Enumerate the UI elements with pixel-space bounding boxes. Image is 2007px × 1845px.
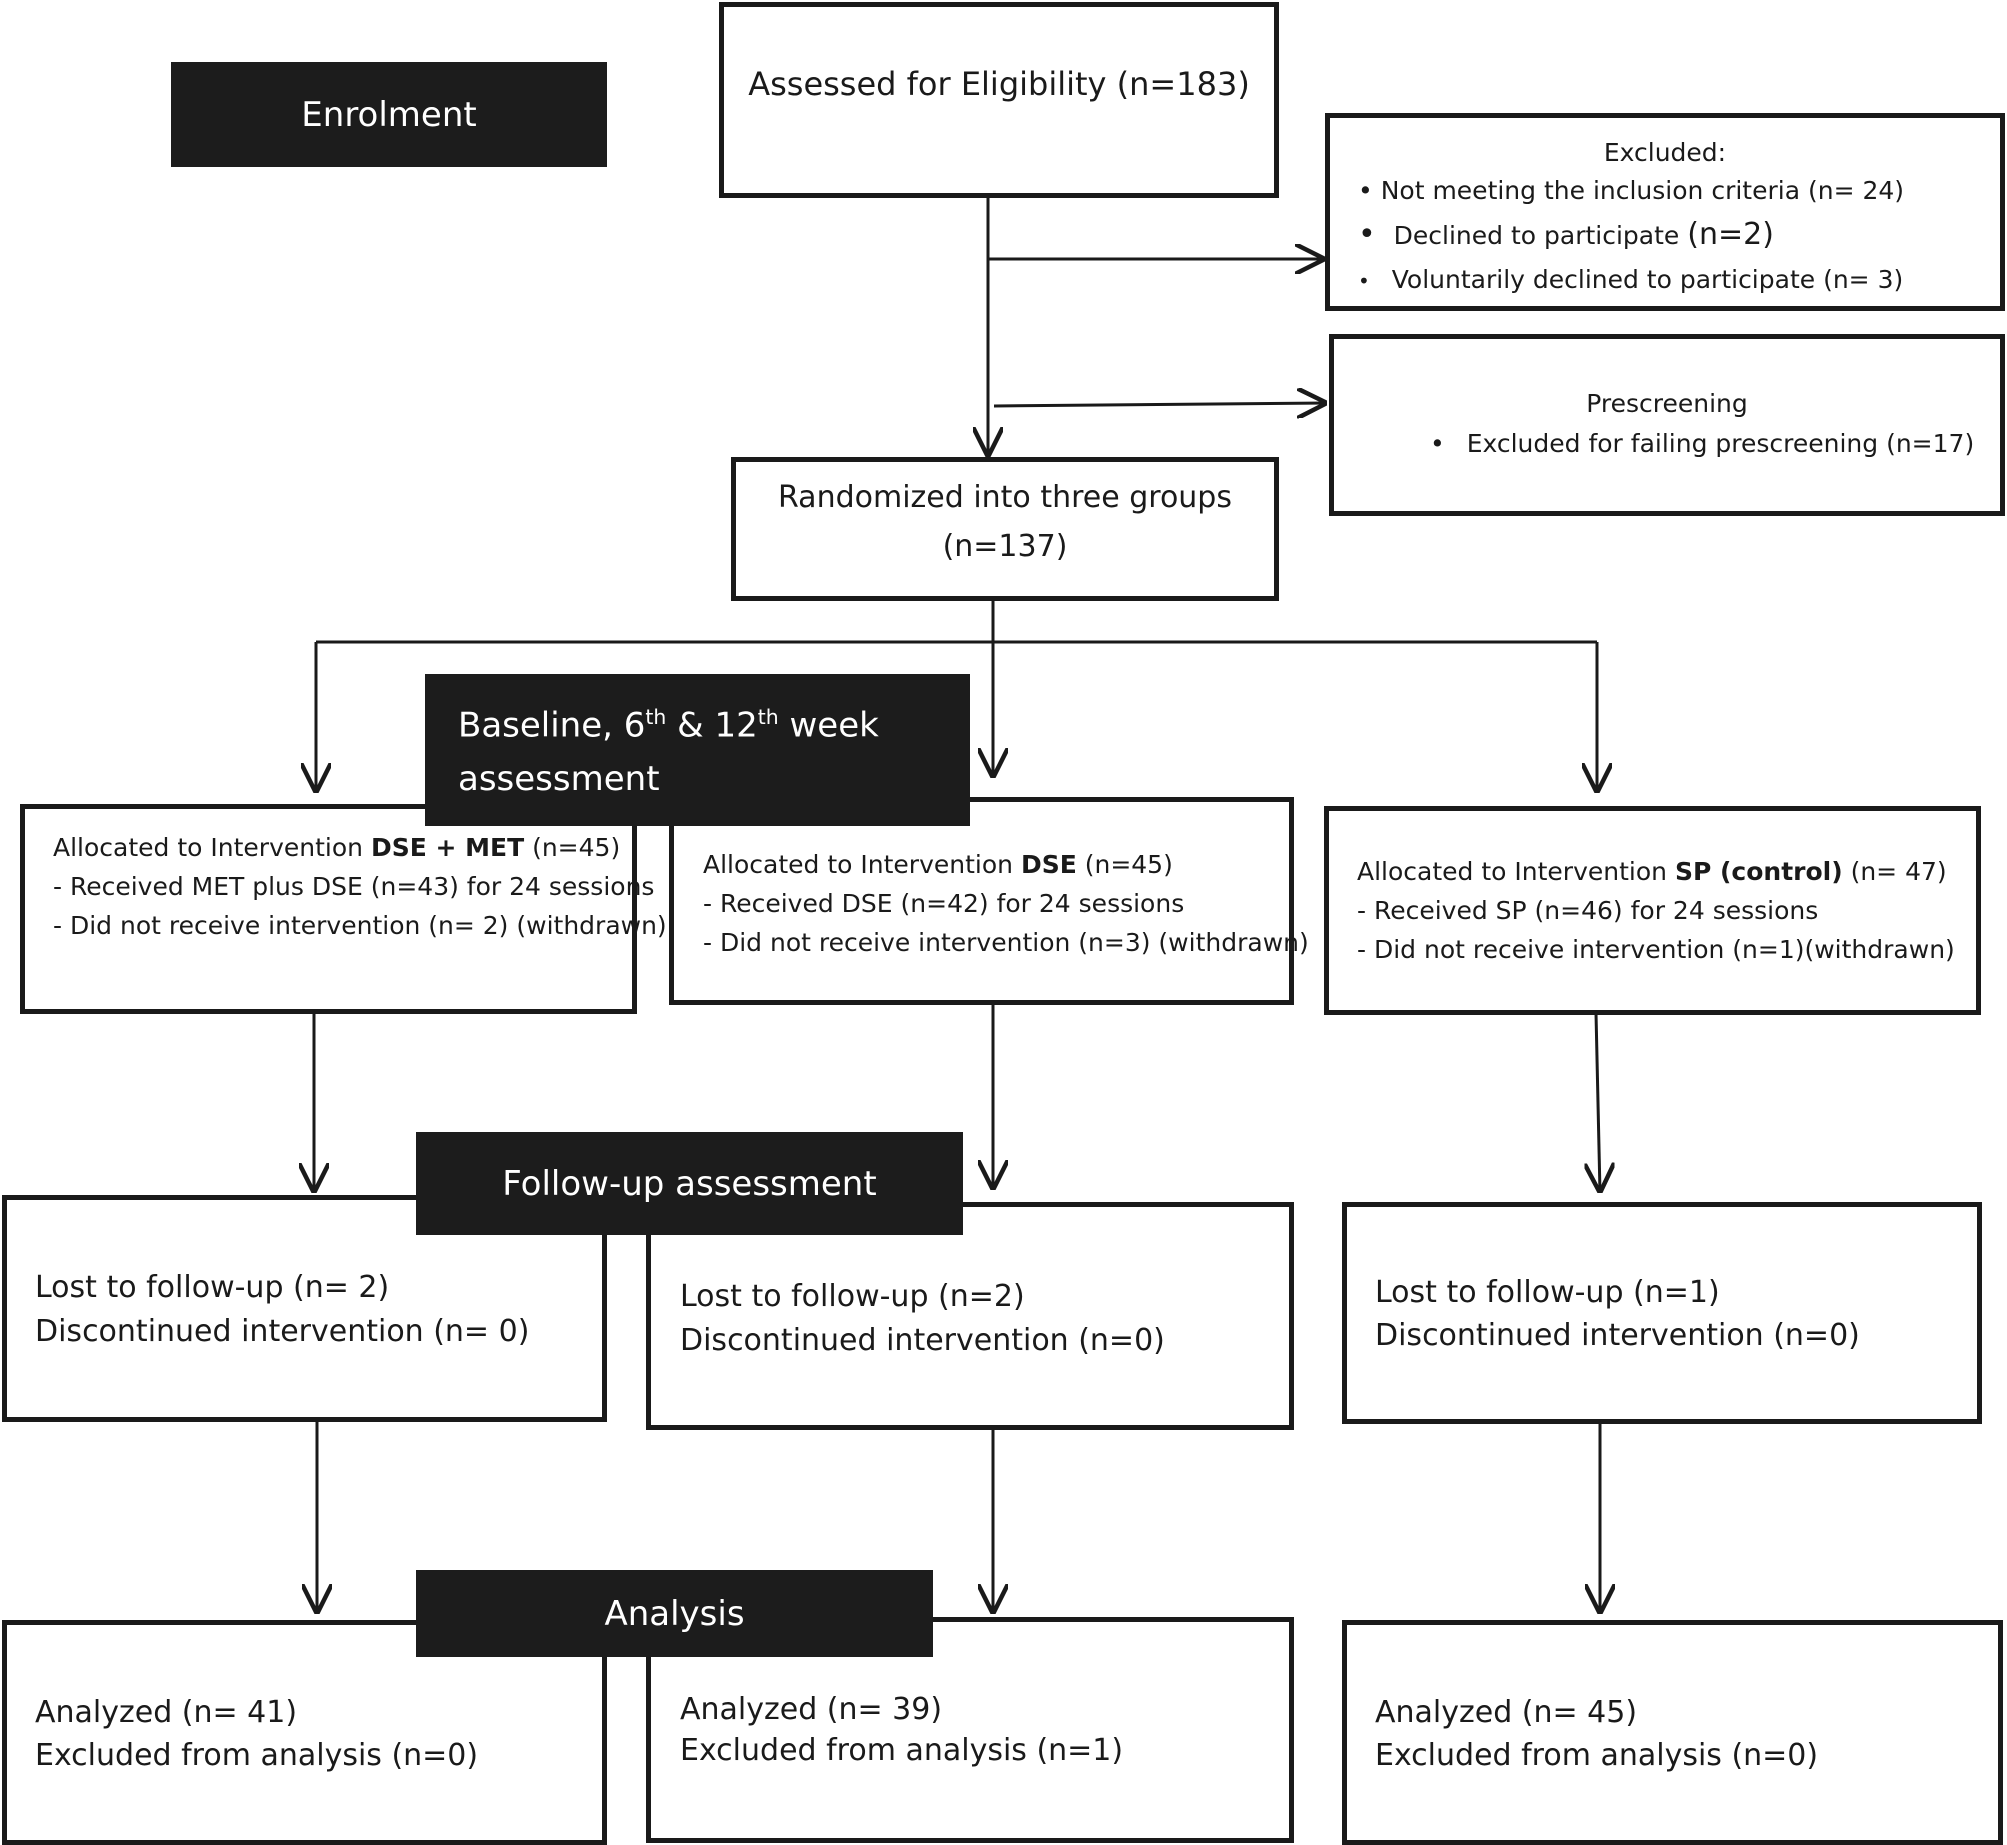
prescreening-arrow — [993, 403, 1327, 406]
stage-label-text: Analysis — [604, 1593, 745, 1634]
allocation-received: - Received SP (n=46) for 24 sessions — [1357, 896, 1819, 925]
followup-lost: Lost to follow-up (n= 2) — [35, 1270, 390, 1305]
excluded-item-declined: • Declined to participate (n=2) — [1358, 217, 1774, 252]
analysis-analyzed: Analyzed (n= 45) — [1375, 1695, 1638, 1730]
analysis-analyzed: Analyzed (n= 39) — [680, 1692, 943, 1727]
allocation-box-dse: Allocated to Intervention DSE (n=45) - R… — [669, 797, 1309, 1005]
excluded-title: Excluded: — [1603, 138, 1727, 167]
stage-label-text: Follow-up assessment — [502, 1163, 877, 1204]
allocation-title: Allocated to Intervention DSE (n=45) — [703, 850, 1173, 879]
excluded-item-inclusion: • Not meeting the inclusion criteria (n=… — [1358, 176, 1905, 205]
bullet-icon: • — [1358, 176, 1373, 205]
prescreening-item: • Excluded for failing prescreening (n=1… — [1430, 429, 1975, 458]
allocation-title: Allocated to Intervention DSE + MET (n=4… — [53, 833, 621, 862]
analysis-excluded: Excluded from analysis (n=0) — [1375, 1738, 1819, 1773]
followup-box-dse-met: Lost to follow-up (n= 2) Discontinued in… — [2, 1195, 607, 1422]
stage-label-baseline: Baseline, 6th & 12th week assessment — [425, 674, 970, 826]
baseline-line2: assessment — [458, 759, 660, 800]
baseline-line1: Baseline, 6th & 12th week — [458, 705, 879, 746]
allocation-title: Allocated to Intervention SP (control) (… — [1357, 857, 1947, 886]
followup-discontinued: Discontinued intervention (n=0) — [1375, 1318, 1860, 1353]
followup-lost: Lost to follow-up (n=2) — [680, 1279, 1025, 1314]
excluded-item-voluntary: • Voluntarily declined to participate (n… — [1358, 265, 1904, 294]
bullet-icon: • — [1430, 429, 1445, 458]
stage-label-enrolment: Enrolment — [171, 62, 607, 167]
analysis-excluded: Excluded from analysis (n=1) — [680, 1733, 1124, 1768]
randomized-line2: (n=137) — [942, 529, 1068, 564]
prescreening-title: Prescreening — [1586, 389, 1748, 418]
followup-box-sp: Lost to follow-up (n=1) Discontinued int… — [1342, 1202, 1982, 1424]
followup-lost: Lost to follow-up (n=1) — [1375, 1275, 1720, 1310]
assessed-box: Assessed for Eligibility (n=183) — [719, 2, 1279, 198]
randomized-box: Randomized into three groups (n=137) — [731, 457, 1279, 601]
randomized-line1: Randomized into three groups — [778, 480, 1232, 515]
analysis-analyzed: Analyzed (n= 41) — [35, 1695, 298, 1730]
analysis-box-dse-met: Analyzed (n= 41) Excluded from analysis … — [2, 1620, 607, 1845]
allocation-withdrawn: - Did not receive intervention (n=3) (wi… — [703, 928, 1309, 957]
bullet-icon: • — [1358, 269, 1370, 293]
allocation-box-sp: Allocated to Intervention SP (control) (… — [1324, 806, 1981, 1015]
prescreening-box: Prescreening • Excluded for failing pres… — [1329, 334, 2005, 516]
allocation-box-dse-met: Allocated to Intervention DSE + MET (n=4… — [20, 804, 667, 1014]
assessed-text: Assessed for Eligibility (n=183) — [748, 65, 1250, 103]
excluded-box: Excluded: • Not meeting the inclusion cr… — [1325, 113, 2005, 311]
allocation-received: - Received DSE (n=42) for 24 sessions — [703, 889, 1185, 918]
analysis-excluded: Excluded from analysis (n=0) — [35, 1738, 479, 1773]
stage-label-text: Enrolment — [301, 94, 477, 135]
stage-label-analysis: Analysis — [416, 1570, 933, 1657]
analysis-box-sp: Analyzed (n= 45) Excluded from analysis … — [1342, 1620, 2003, 1845]
stage-label-follow-up: Follow-up assessment — [416, 1132, 963, 1235]
followup-box-dse: Lost to follow-up (n=2) Discontinued int… — [646, 1202, 1294, 1430]
followup-discontinued: Discontinued intervention (n=0) — [680, 1323, 1165, 1358]
bullet-icon: • — [1358, 217, 1376, 252]
allocation-withdrawn: - Did not receive intervention (n=1)(wit… — [1357, 935, 1955, 964]
allocation-withdrawn: - Did not receive intervention (n= 2) (w… — [53, 911, 667, 940]
followup-discontinued: Discontinued intervention (n= 0) — [35, 1314, 530, 1349]
allocation-received: - Received MET plus DSE (n=43) for 24 se… — [53, 872, 655, 901]
right-to-followup-arrow — [1596, 1012, 1600, 1193]
